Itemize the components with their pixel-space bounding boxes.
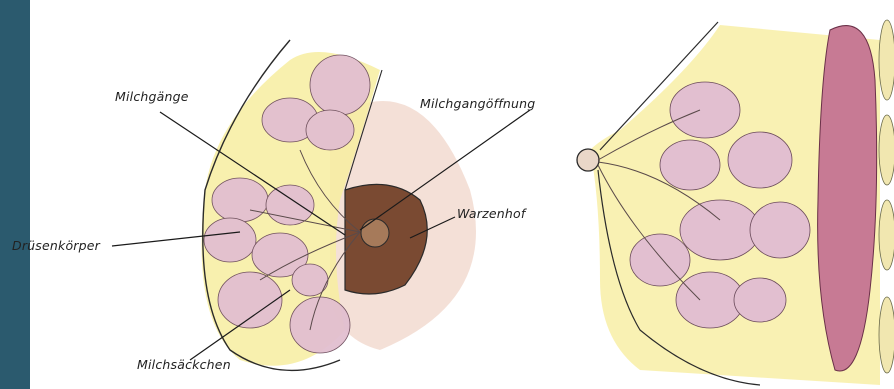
label-glandular-body: Drüsenkörper xyxy=(12,238,100,253)
label-duct-opening: Milchgangöffnung xyxy=(420,96,535,111)
label-milk-ducts: Milchgänge xyxy=(115,89,189,104)
label-areola: Warzenhof xyxy=(457,206,525,221)
label-alveoli: Milchsäckchen xyxy=(137,357,231,372)
